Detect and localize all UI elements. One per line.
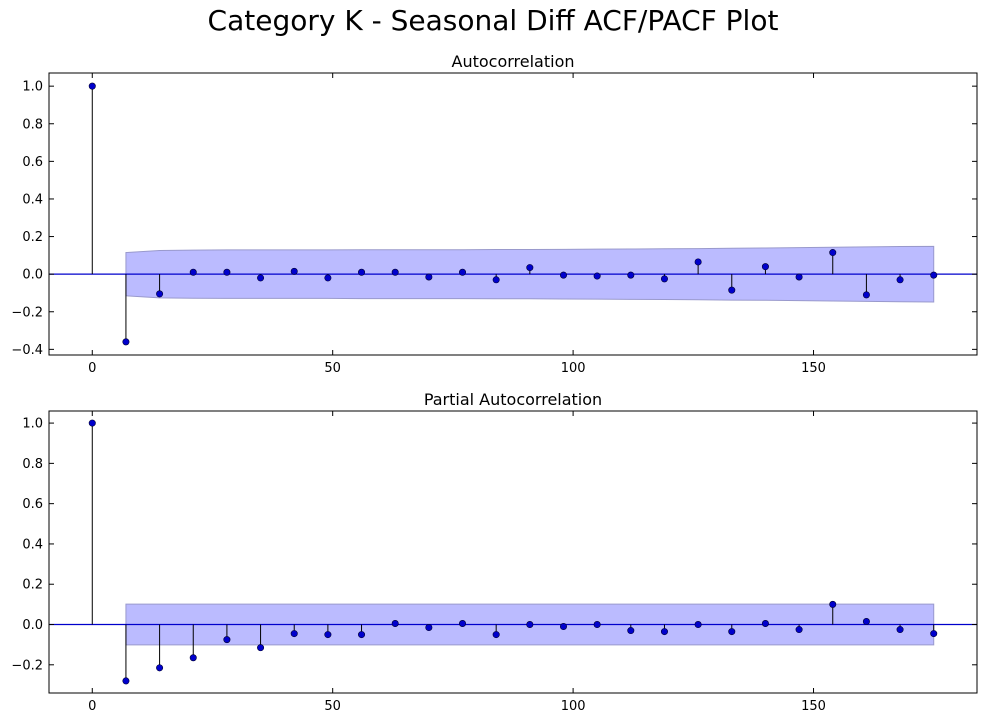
- marker-lag-56: [358, 268, 366, 276]
- marker-lag-21: [189, 268, 197, 276]
- marker-lag-119: [660, 275, 668, 283]
- x-tick-label: 0: [88, 361, 96, 376]
- marker-lag-42: [290, 630, 298, 638]
- chart-panel-2: 0 50 100 150 −0.2 0.0 0.2 0.4 0.6 0.8 1.0 Partial A…: [11, 390, 978, 714]
- marker-lag-133: [728, 628, 736, 636]
- y-tick-label: 1.0: [22, 80, 43, 95]
- marker-lag-161: [862, 291, 870, 299]
- marker-lag-28: [223, 636, 231, 644]
- marker-lag-168: [896, 276, 904, 284]
- y-tick-label: 0.8: [22, 117, 43, 132]
- marker-lag-84: [492, 276, 500, 284]
- marker-lag-105: [593, 621, 601, 629]
- marker-lag-126: [694, 258, 702, 266]
- marker-lag-112: [627, 627, 635, 635]
- marker-lag-70: [425, 273, 433, 281]
- marker-lag-7: [122, 338, 130, 346]
- y-tick-label: −0.4: [11, 343, 43, 358]
- marker-lag-56: [358, 631, 366, 639]
- marker-lag-42: [290, 267, 298, 275]
- marker-lag-133: [728, 286, 736, 294]
- y-tick-label: 0.4: [22, 192, 43, 207]
- marker-lag-28: [223, 268, 231, 276]
- marker-lag-77: [459, 268, 467, 276]
- marker-lag-154: [829, 600, 837, 608]
- y-tick-label: 0.4: [22, 537, 43, 552]
- axes-frame: [48, 410, 978, 694]
- y-tick-label: 0.0: [22, 268, 43, 283]
- marker-lag-98: [559, 623, 567, 631]
- marker-lag-21: [189, 654, 197, 662]
- marker-lag-147: [795, 626, 803, 634]
- marker-lag-161: [862, 617, 870, 625]
- y-tick-label: −0.2: [11, 658, 43, 673]
- marker-lag-175: [930, 630, 938, 638]
- y-tick-label: −0.2: [11, 305, 43, 320]
- marker-lag-63: [391, 620, 399, 628]
- y-tick-label: 0.8: [22, 457, 43, 472]
- y-tick-label: 1.0: [22, 417, 43, 432]
- x-tick-label: 100: [561, 361, 586, 376]
- marker-lag-140: [761, 620, 769, 628]
- figure-title: Category K - Seasonal Diff ACF/PACF Plot: [207, 4, 779, 37]
- chart-panel-1: 0 50 100 150 −0.4 −0.2 0.0 0.2 0.4 0.6 0.8 1.0 Autoc…: [11, 52, 978, 376]
- marker-lag-105: [593, 272, 601, 280]
- marker-lag-35: [257, 644, 265, 652]
- y-tick-label: 0.6: [22, 497, 43, 512]
- marker-lag-14: [156, 664, 164, 672]
- x-tick-label: 100: [561, 699, 586, 714]
- marker-lag-0: [88, 419, 96, 427]
- marker-lag-154: [829, 249, 837, 257]
- marker-lag-0: [88, 82, 96, 90]
- marker-lag-91: [526, 264, 534, 272]
- marker-lag-35: [257, 274, 265, 282]
- marker-lag-126: [694, 621, 702, 629]
- x-tick-label: 50: [324, 361, 341, 376]
- axes-frame: [48, 72, 978, 356]
- marker-lag-168: [896, 626, 904, 634]
- x-tick-label: 150: [801, 699, 826, 714]
- marker-lag-175: [930, 271, 938, 279]
- y-tick-label: 0.2: [22, 230, 43, 245]
- chart-title: Partial Autocorrelation: [424, 390, 602, 409]
- marker-lag-77: [459, 620, 467, 628]
- marker-lag-91: [526, 621, 534, 629]
- marker-lag-70: [425, 624, 433, 632]
- marker-lag-140: [761, 263, 769, 271]
- marker-lag-7: [122, 677, 130, 685]
- y-tick-label: 0.6: [22, 155, 43, 170]
- y-tick-label: 0.2: [22, 578, 43, 593]
- marker-lag-112: [627, 271, 635, 279]
- marker-lag-98: [559, 271, 567, 279]
- x-tick-label: 0: [88, 699, 96, 714]
- marker-lag-49: [324, 631, 332, 639]
- marker-lag-147: [795, 273, 803, 281]
- marker-lag-63: [391, 268, 399, 276]
- x-tick-label: 150: [801, 361, 826, 376]
- y-tick-label: 0.0: [22, 618, 43, 633]
- chart-title: Autocorrelation: [452, 52, 575, 71]
- marker-lag-49: [324, 274, 332, 282]
- marker-lag-119: [660, 628, 668, 636]
- x-tick-label: 50: [324, 699, 341, 714]
- marker-lag-14: [156, 290, 164, 298]
- marker-lag-84: [492, 631, 500, 639]
